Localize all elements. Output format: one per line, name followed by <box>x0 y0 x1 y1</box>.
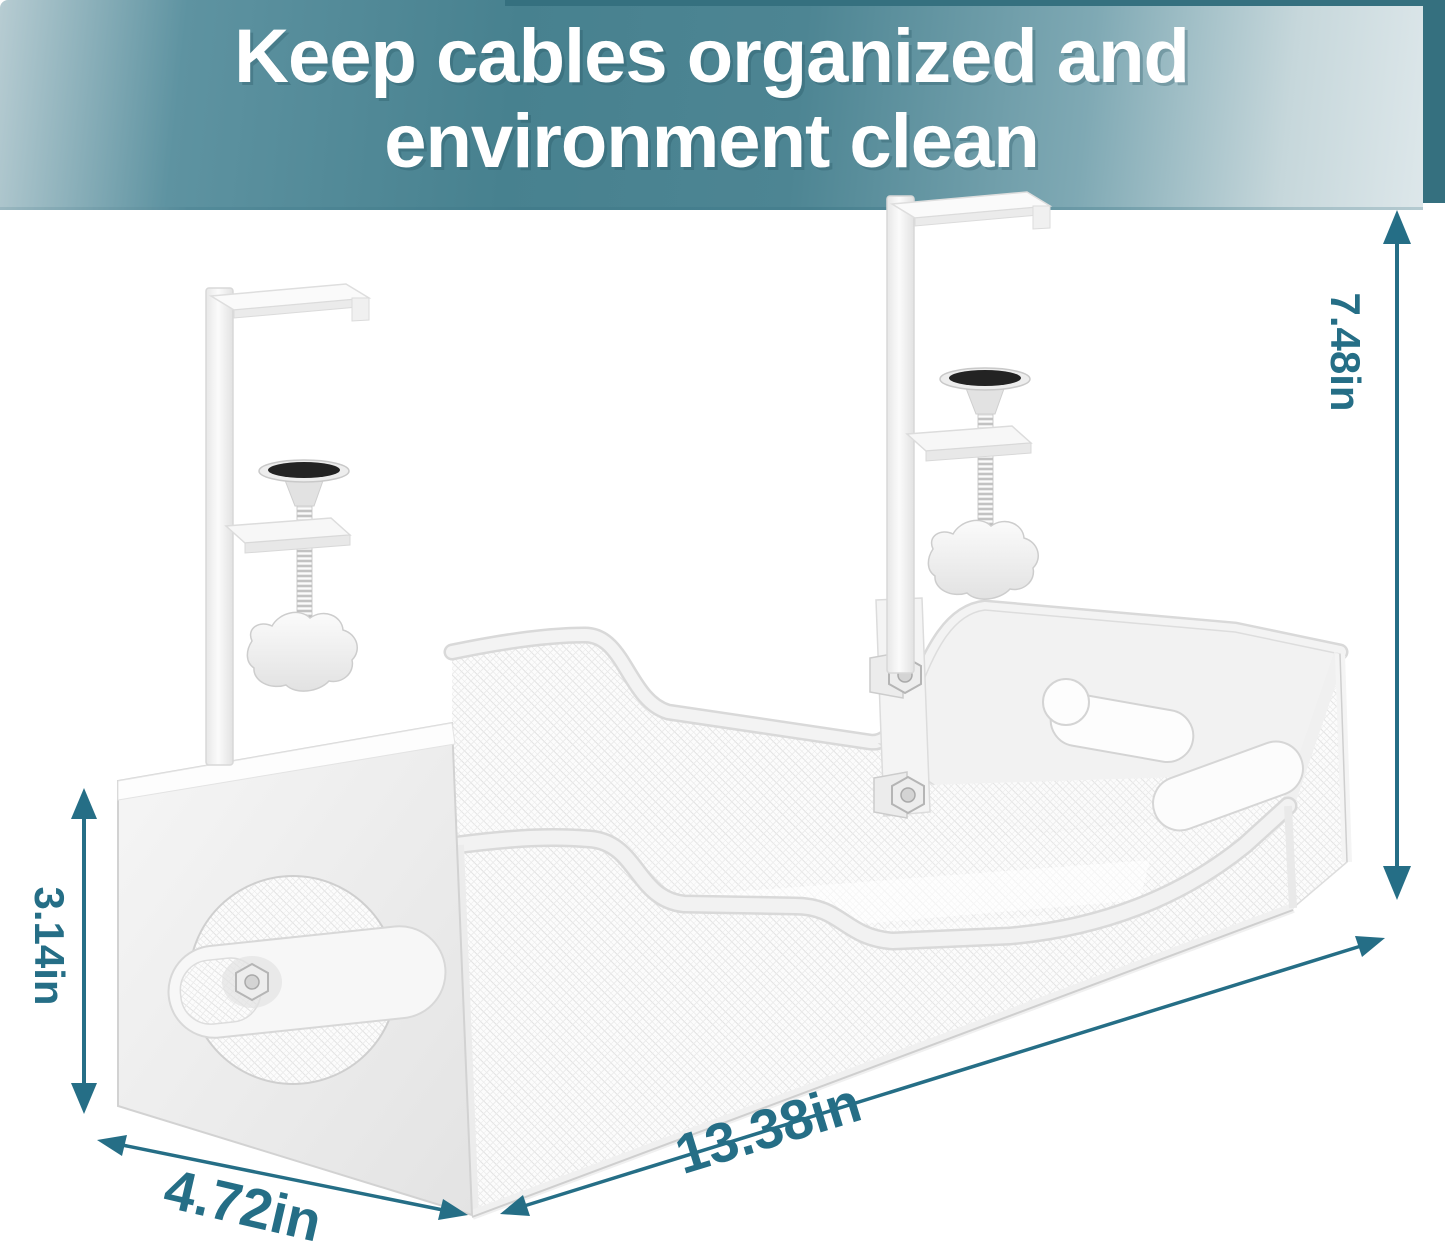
banner-right-edge <box>1423 0 1445 203</box>
banner-headline-line1: Keep cables organized and <box>234 14 1190 99</box>
basket-left-panel <box>117 721 474 1217</box>
banner-gradient-panel <box>0 0 1423 210</box>
banner-top-edge <box>505 0 1423 6</box>
height-dimension-arrow <box>1383 210 1411 900</box>
dimension-arrows <box>71 210 1411 1220</box>
cable-slot-capsule-right <box>1152 740 1304 832</box>
cable-tray-basket <box>117 597 1352 1220</box>
side-height-dimension-arrow <box>71 788 97 1114</box>
cable-slot-kidney-cutout <box>1042 678 1195 763</box>
clamp-right <box>886 191 1051 674</box>
front-bottom-edge <box>471 909 1294 1218</box>
dimension-label-height: 7.48in <box>1322 292 1369 412</box>
depth-dimension-arrow <box>97 1135 468 1220</box>
banner-headline: Keep cables organized and environment cl… <box>0 14 1423 184</box>
length-dimension-arrow <box>500 936 1385 1216</box>
back-wall-rim <box>446 601 1346 749</box>
front-wall-rim <box>450 799 1295 949</box>
left-panel-rim <box>117 722 456 801</box>
banner-headline-line2: environment clean <box>384 99 1040 184</box>
clamp-left <box>205 283 370 766</box>
header-banner: Keep cables organized and environment cl… <box>0 0 1445 210</box>
dimension-label-side-height: 3.14in <box>26 886 73 1006</box>
